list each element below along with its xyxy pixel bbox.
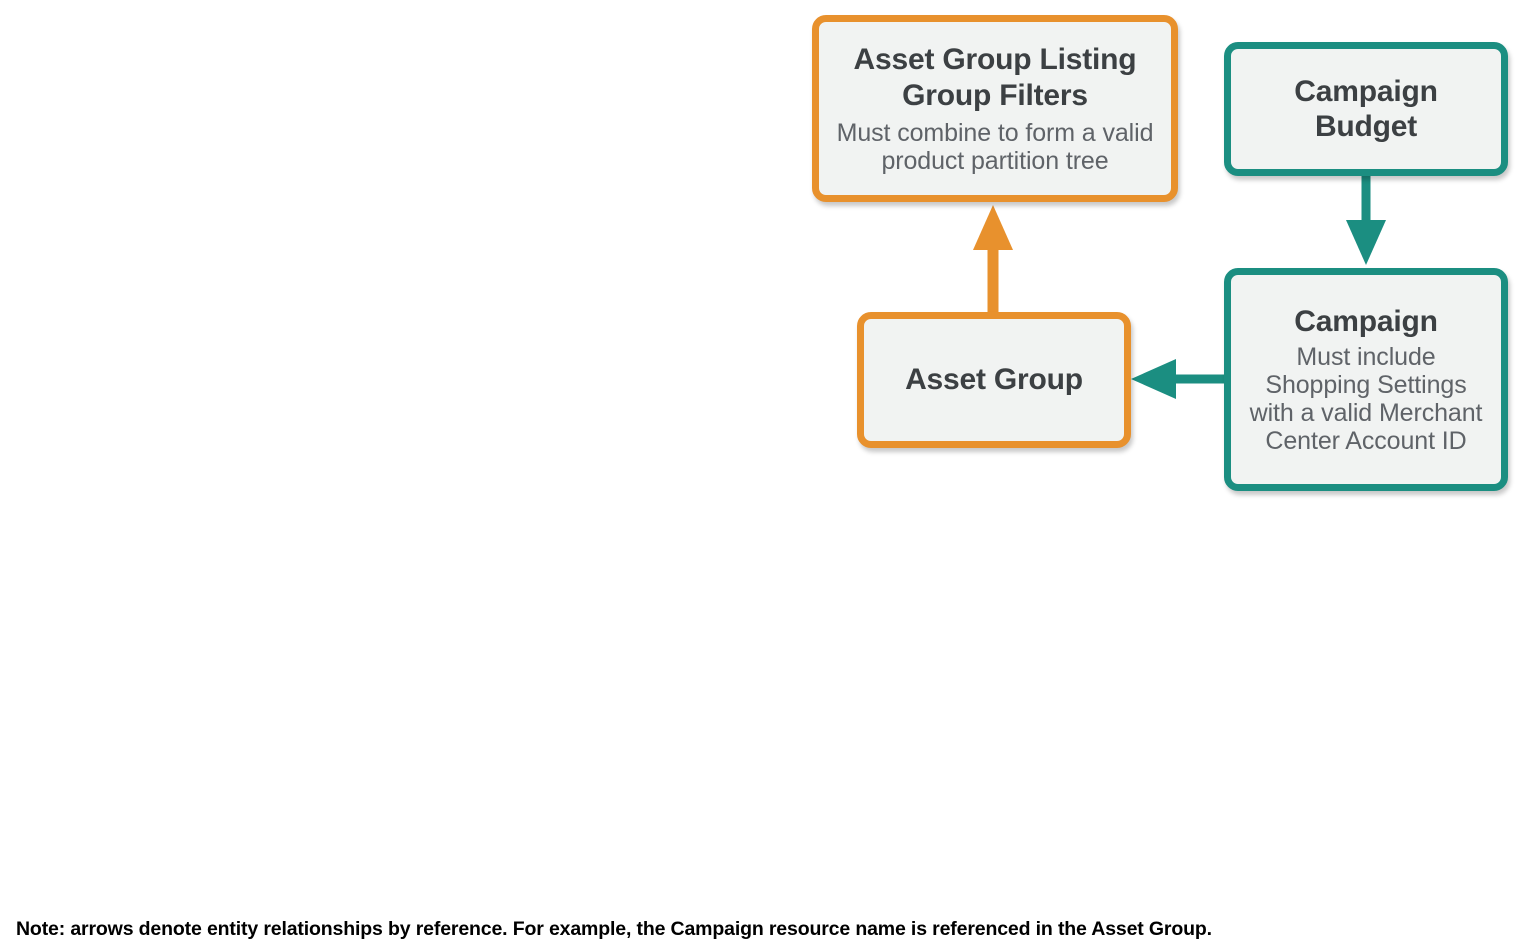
node-title-asset-group: Asset Group [905, 363, 1083, 397]
node-asset-group-listing-group-filters[interactable]: Asset Group Listing Group Filters Must c… [812, 15, 1178, 202]
arrowhead-orange-up [973, 205, 1013, 250]
node-description-asset-group-listing-group-filters: Must combine to form a valid product par… [836, 118, 1154, 175]
arrowhead-teal-down [1346, 220, 1386, 265]
node-asset-group[interactable]: Asset Group [857, 312, 1131, 448]
node-title-campaign: Campaign [1294, 304, 1438, 338]
diagram-note: Note: arrows denote entity relationships… [16, 918, 1212, 940]
node-title-campaign-budget: Campaign Budget [1294, 74, 1438, 143]
edge-asset-group-to-listing-filters [973, 205, 1013, 315]
edge-campaign-budget-to-campaign [1346, 174, 1386, 265]
node-campaign[interactable]: Campaign Must include Shopping Settings … [1224, 268, 1508, 491]
node-description-campaign: Must include Shopping Settings with a va… [1249, 343, 1483, 456]
node-campaign-budget[interactable]: Campaign Budget [1224, 42, 1508, 176]
edge-campaign-to-asset-group [1131, 359, 1226, 399]
node-title-asset-group-listing-group-filters: Asset Group Listing Group Filters [853, 43, 1137, 112]
arrowhead-teal-left [1131, 359, 1176, 399]
